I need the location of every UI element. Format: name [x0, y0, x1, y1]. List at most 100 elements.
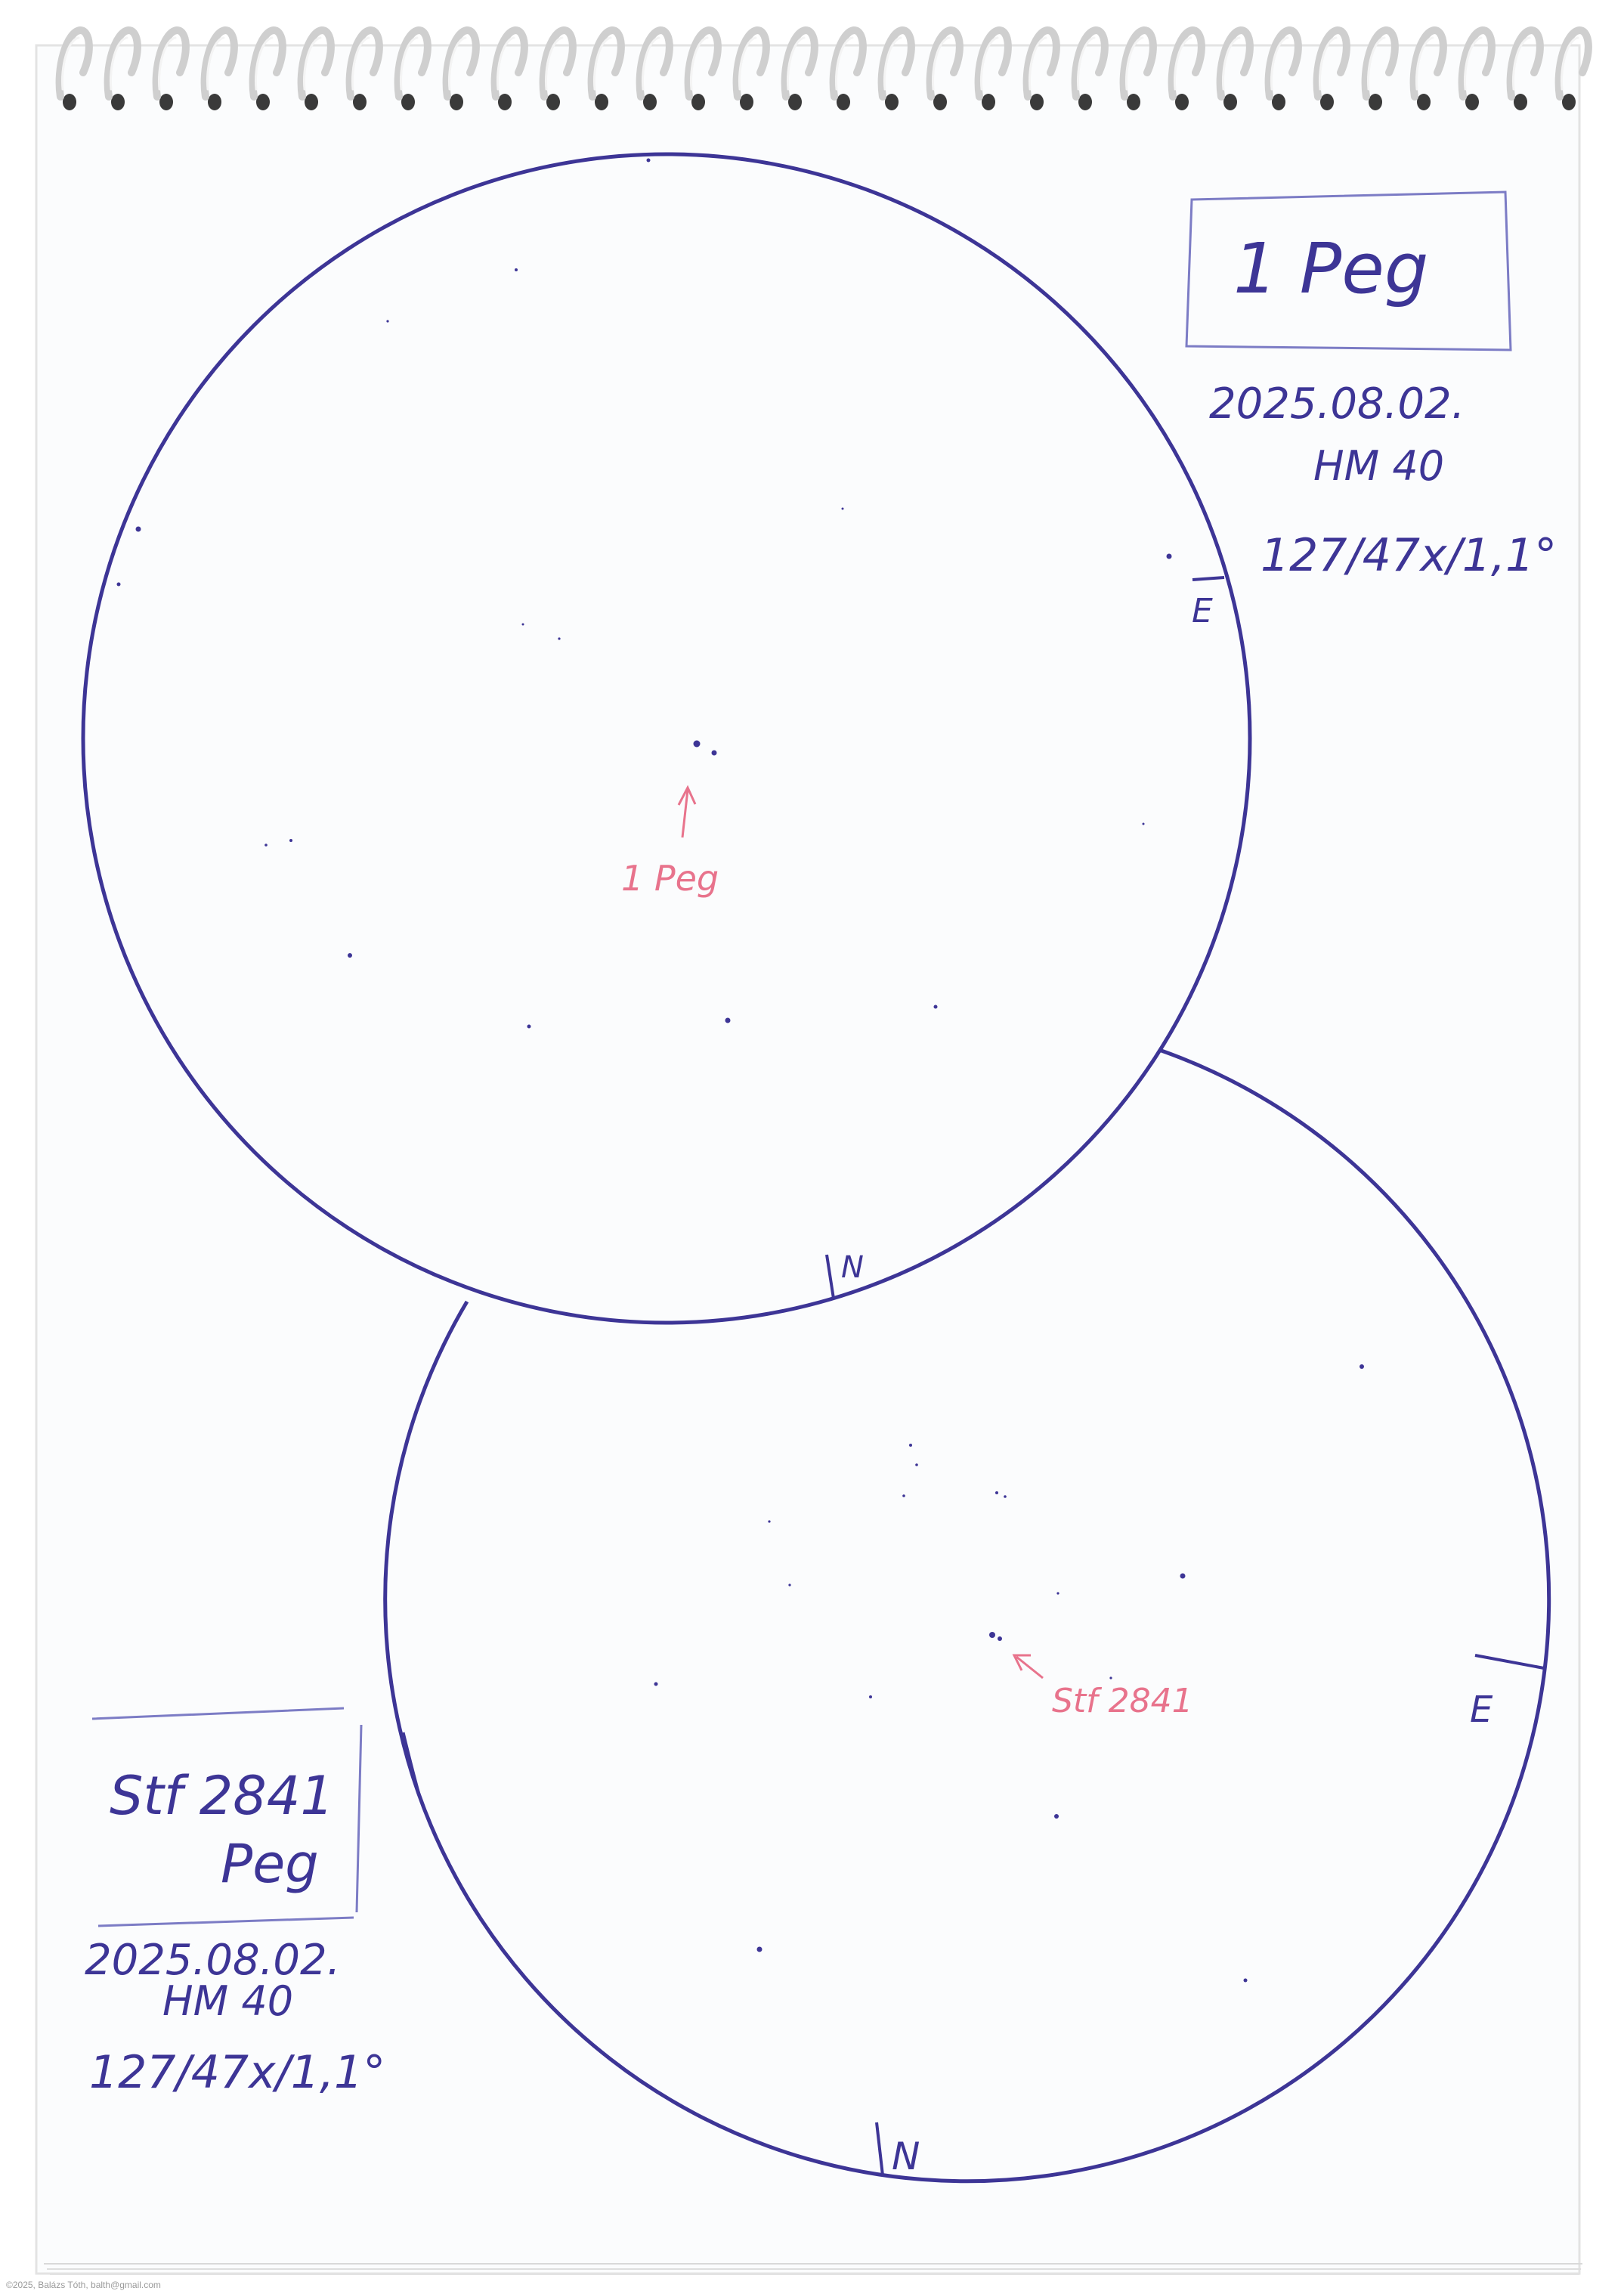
binding-ring-highlight — [1415, 36, 1434, 91]
east-tick-1 — [1192, 576, 1225, 581]
binding-ring — [1216, 26, 1254, 101]
sketch-2: E N Stf 2841 Stf 2841 Peg 2025.08.02. HM… — [85, 1048, 1551, 2184]
binding-ring — [539, 26, 577, 101]
star — [909, 1444, 912, 1447]
credit-line: ©2025, Balázs Tóth, balth@gmail.com — [6, 2280, 161, 2290]
binding-ring — [877, 26, 915, 101]
binding-ring-highlight — [1270, 36, 1289, 91]
star — [902, 1494, 905, 1497]
binding-hole — [1465, 94, 1479, 110]
binding-ring-highlight — [738, 36, 757, 91]
binding-ring-highlight — [544, 36, 564, 91]
binding-ring — [926, 26, 964, 101]
star — [711, 750, 717, 756]
binding-ring-highlight — [979, 36, 999, 91]
binding-ring-highlight — [1463, 36, 1483, 91]
circle-retrace-2 — [402, 1732, 425, 1809]
binding-ring-highlight — [496, 36, 515, 91]
binding-hole — [159, 94, 173, 110]
binding-ring-highlight — [689, 36, 709, 91]
binding-ring-highlight — [1028, 36, 1047, 91]
binding-hole — [450, 94, 463, 110]
binding-hole — [740, 94, 753, 110]
star — [654, 1682, 658, 1686]
binding-ring — [1119, 26, 1157, 101]
date-1: 2025.08.02. — [1209, 379, 1465, 429]
binding-hole — [691, 94, 705, 110]
binding-ring-highlight — [254, 36, 274, 91]
title-box-2 — [91, 1707, 363, 1927]
binding-hole — [1078, 94, 1092, 110]
date-2: 2025.08.02. — [85, 1936, 340, 1985]
title-box-1 — [1185, 190, 1512, 351]
star — [693, 740, 701, 748]
binding-hole — [595, 94, 608, 110]
instrument-1: HM 40 — [1313, 442, 1444, 490]
binding-ring — [781, 26, 818, 101]
star — [989, 1632, 995, 1638]
star — [264, 844, 268, 847]
binding-hole — [63, 94, 76, 110]
binding-hole — [643, 94, 657, 110]
binding-ring — [636, 26, 673, 101]
star — [527, 1024, 531, 1029]
star — [135, 526, 141, 532]
target-label-2: Stf 2841 — [1052, 1682, 1193, 1720]
binding-ring-highlight — [1173, 36, 1192, 91]
star — [933, 1005, 938, 1009]
binding-ring-highlight — [399, 36, 419, 91]
north-tick-2 — [875, 2122, 884, 2176]
binding-hole — [1562, 94, 1576, 110]
title-2-line-1: Stf 2841 — [110, 1765, 334, 1827]
binding-hole — [256, 94, 270, 110]
binding-ring-highlight — [641, 36, 660, 91]
binding-ring — [1409, 26, 1447, 101]
star — [116, 582, 121, 587]
binding-ring-highlight — [786, 36, 806, 91]
star — [1109, 1676, 1112, 1679]
binding-hole — [788, 94, 802, 110]
binding-ring-highlight — [60, 36, 80, 91]
binding-ring-highlight — [302, 36, 322, 91]
binding-ring — [104, 26, 141, 101]
binding-hole — [1514, 94, 1527, 110]
binding-hole — [1369, 94, 1382, 110]
instrument-2: HM 40 — [162, 1977, 293, 2025]
binding-ring-highlight — [1511, 36, 1531, 91]
star — [1180, 1573, 1186, 1579]
binding-ring — [1458, 26, 1496, 101]
binding-hole — [208, 94, 221, 110]
east-label-2: E — [1470, 1689, 1493, 1731]
binding-hole — [1127, 94, 1140, 110]
binding-ring — [200, 26, 238, 101]
binding-hole — [111, 94, 125, 110]
binding-ring — [1168, 26, 1205, 101]
binding-ring — [829, 26, 867, 101]
star — [515, 268, 518, 271]
star-field-1 — [116, 158, 1172, 1029]
binding-hole — [933, 94, 947, 110]
binding-ring-highlight — [157, 36, 177, 91]
binding-ring-highlight — [109, 36, 128, 91]
binding-ring — [55, 26, 93, 101]
binding-hole — [1320, 94, 1334, 110]
star — [1243, 1978, 1248, 1983]
binding-hole — [837, 94, 850, 110]
star — [788, 1584, 791, 1587]
binding-ring — [1022, 26, 1060, 101]
north-tick-1 — [825, 1254, 835, 1299]
field-of-view-circle-2 — [383, 1048, 1551, 2184]
binding-ring — [490, 26, 528, 101]
binding-ring — [587, 26, 625, 101]
binding-ring — [442, 26, 480, 101]
binding-hole — [1272, 94, 1285, 110]
binding-ring-highlight — [1076, 36, 1096, 91]
star — [725, 1017, 731, 1023]
title-2-line-2: Peg — [221, 1833, 319, 1895]
binding-ring-highlight — [1366, 36, 1386, 91]
binding-ring — [345, 26, 383, 101]
binding-ring-highlight — [1124, 36, 1144, 91]
star — [521, 623, 524, 626]
binding-hole — [982, 94, 995, 110]
